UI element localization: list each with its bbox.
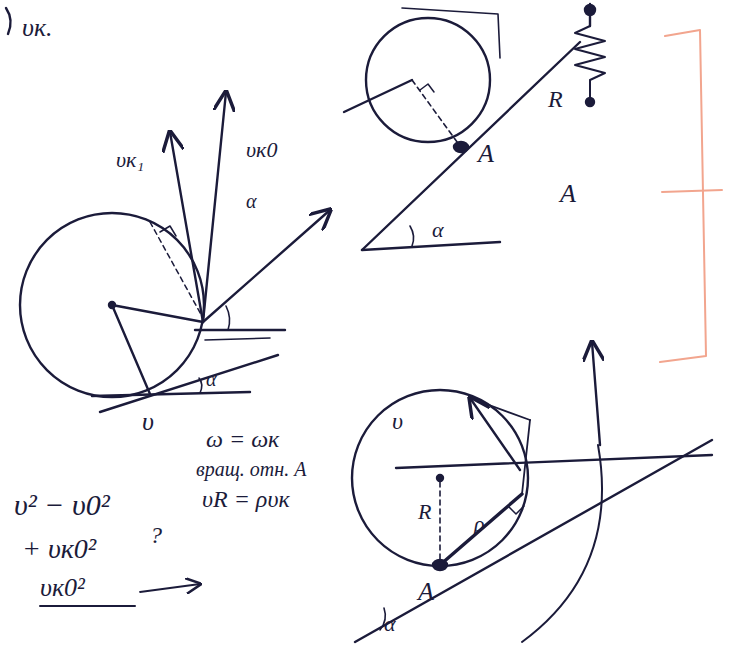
question-mark: ?: [150, 522, 162, 548]
angle-arc: [410, 226, 414, 246]
formula-text: υк0²: [40, 574, 85, 603]
contact-point: [454, 142, 468, 152]
underline: [40, 605, 135, 607]
velocity-arrow: [203, 210, 330, 322]
wheel-circle: [20, 213, 204, 397]
formula-text: υ² − υ0²: [14, 488, 110, 521]
note-text: вращ. отн. A: [196, 458, 306, 480]
formula-text: + υк0²: [22, 534, 96, 565]
radius-line: [112, 305, 203, 322]
angle-label: α: [432, 218, 444, 242]
wheel-circle: [366, 18, 490, 142]
incline-line: [362, 42, 580, 250]
radius-line: [344, 80, 412, 112]
red-bracket: [660, 30, 706, 362]
spring-symbol: [575, 26, 605, 100]
note-arrow: [140, 584, 200, 592]
incline-line: [100, 355, 278, 412]
velocity-label: υ: [142, 408, 154, 437]
velocity-label: υ: [392, 408, 403, 434]
angle-label: α: [384, 612, 396, 636]
point-label: A: [478, 140, 494, 169]
velocity-label: υк.: [22, 14, 53, 43]
velocity-arrow: [592, 342, 600, 445]
velocity-arrow: [470, 398, 520, 470]
horizontal-line: [396, 455, 712, 468]
velocity-label: υк₁: [116, 148, 144, 172]
formula-text: υR = ρυк: [202, 486, 290, 512]
formula-text: ω = ωк: [206, 426, 279, 452]
dashed-radius: [439, 482, 441, 560]
angle-label: α: [246, 190, 257, 212]
center-dot: [109, 302, 115, 308]
incline-line: [355, 440, 712, 642]
arc-stroke: [6, 8, 11, 34]
velocity-arrow: [203, 92, 226, 322]
frame-stroke: [402, 8, 500, 58]
point-label: A: [560, 180, 576, 209]
horizontal-line: [195, 329, 285, 331]
distance-label: ρ: [474, 512, 485, 536]
rho-line: [440, 494, 522, 565]
right-angle-mark: [508, 506, 524, 514]
right-angle-mark: [160, 226, 176, 236]
ground-line: [362, 242, 500, 250]
angle-arc: [199, 378, 202, 393]
trajectory-curve: [522, 445, 602, 642]
radius-label: R: [418, 500, 431, 524]
horizontal-line: [205, 338, 270, 340]
helper-line: [522, 420, 530, 494]
velocity-arrow: [170, 132, 203, 322]
wheel-circle: [352, 390, 528, 566]
velocity-label: υк0: [246, 138, 277, 162]
dashed-radius: [412, 80, 460, 146]
point-label: A: [418, 578, 434, 607]
right-angle-mark: [420, 84, 434, 92]
radius-line: [112, 305, 150, 394]
radius-label: R: [548, 86, 563, 112]
spring-dot: [586, 98, 594, 106]
center-dot: [437, 475, 443, 481]
spring-dot: [585, 5, 595, 15]
angle-arc: [226, 306, 230, 330]
angle-label: α: [206, 368, 217, 390]
red-bracket: [662, 190, 722, 192]
contact-point: [433, 560, 447, 570]
helper-line: [470, 398, 530, 420]
ground-line: [92, 392, 250, 396]
